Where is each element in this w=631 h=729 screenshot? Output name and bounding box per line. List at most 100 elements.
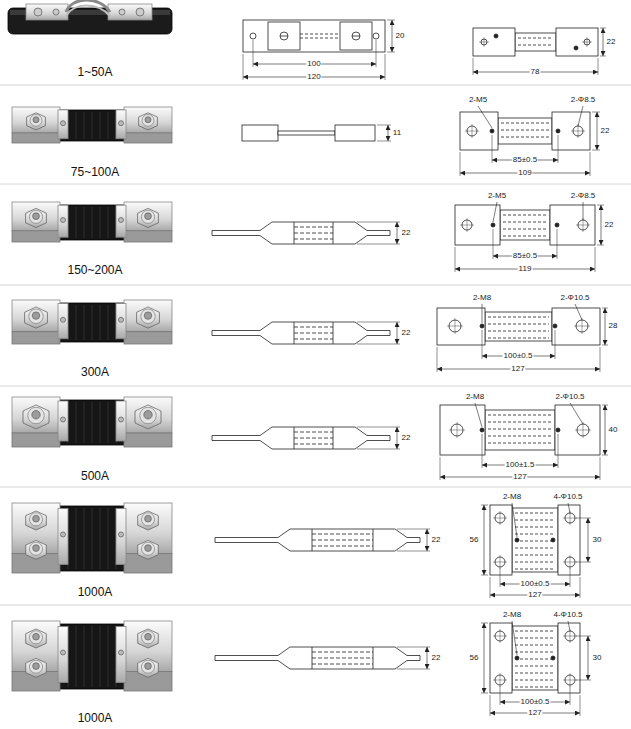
center-line	[457, 422, 458, 438]
hidden-line	[515, 541, 555, 542]
bolt-stud	[145, 213, 152, 220]
sense-screw	[515, 538, 519, 542]
hidden-line	[294, 327, 333, 328]
resistor-plate	[108, 402, 109, 443]
hidden-line	[515, 555, 555, 556]
center-line	[578, 124, 579, 138]
extension-line	[357, 222, 400, 223]
bolt-nut	[138, 658, 159, 677]
bolt-washer	[141, 660, 154, 673]
terminal-block	[12, 621, 60, 671]
extension-line	[473, 58, 474, 75]
extension-line	[557, 229, 558, 259]
clamp-plate	[116, 509, 126, 565]
dimension-label: 56	[469, 536, 480, 544]
extension-line	[481, 693, 488, 694]
resistor-plate	[92, 112, 93, 139]
bolt-washer	[142, 114, 154, 126]
clamp-screw	[119, 121, 124, 126]
dimension-label: 2-M8	[472, 294, 492, 302]
hidden-line	[515, 666, 555, 667]
hidden-line	[294, 227, 333, 228]
terminal-outline	[556, 28, 598, 56]
dimension-line	[427, 529, 428, 551]
dimension-label: 109	[517, 169, 532, 177]
dimension-label: 127	[510, 365, 525, 373]
resistor-body	[56, 624, 128, 689]
bolt-washer	[29, 631, 42, 644]
dimension-label: 2-M8	[502, 493, 522, 501]
clamp-screw	[119, 532, 124, 537]
hidden-line	[515, 687, 555, 688]
side-view	[212, 427, 400, 449]
model-label: 500A	[80, 470, 110, 482]
terminal-block	[124, 202, 172, 231]
terminal-outline	[555, 405, 600, 455]
extension-line	[460, 152, 461, 176]
hidden-line	[515, 569, 555, 570]
bolt-nut	[26, 540, 47, 559]
dimension-line	[605, 308, 606, 345]
resistor-region	[512, 508, 558, 572]
resistor-plate	[92, 305, 93, 340]
dimension-label: 56	[469, 654, 480, 662]
extension-line	[482, 330, 483, 359]
extension-line	[576, 680, 591, 681]
row-separator	[0, 184, 631, 185]
extension-line	[397, 551, 430, 552]
hidden-line	[488, 429, 552, 430]
terminal-screw	[280, 32, 288, 40]
resistor-plate	[76, 402, 77, 443]
bolt-washer	[29, 660, 42, 673]
bolt-stud	[145, 545, 152, 552]
sense-screw	[556, 129, 560, 133]
manganin-rod	[278, 131, 335, 135]
terminal-block	[108, 4, 152, 20]
terminal-outline	[490, 623, 512, 693]
hidden-line	[294, 239, 333, 240]
hidden-line	[515, 527, 555, 528]
hidden-line	[515, 638, 555, 639]
resistor-plate	[108, 305, 109, 340]
terminal-outline	[473, 28, 515, 56]
center-line	[484, 37, 485, 47]
bolt-stud	[33, 515, 40, 522]
terminal-block	[12, 107, 60, 133]
dimension-line	[397, 427, 398, 449]
terminal-outline	[340, 22, 372, 50]
top-view	[481, 623, 591, 716]
shunt-photo	[12, 621, 172, 691]
extension-line	[482, 434, 483, 468]
terminal-outline	[552, 308, 600, 345]
resistor-plate	[84, 508, 85, 569]
hidden-line	[515, 652, 555, 653]
clamp-screw	[61, 417, 66, 422]
extension-line	[600, 457, 601, 480]
hidden-line	[312, 652, 373, 653]
hidden-line	[300, 34, 340, 35]
center-line	[500, 673, 501, 687]
dimension-label: 22	[606, 38, 617, 46]
extension-line	[576, 636, 591, 637]
bolt-stud	[33, 633, 40, 640]
terminal-screw	[119, 9, 125, 15]
dimension-label: 2-M5	[468, 96, 488, 104]
dimension-label: 22	[604, 221, 615, 229]
resistor-plate	[100, 112, 101, 139]
side-view	[212, 222, 400, 244]
top-view	[481, 505, 591, 598]
clamp-plate	[58, 205, 68, 237]
shunt-photo	[12, 107, 172, 143]
extension-line	[598, 58, 599, 75]
bolt-nut	[137, 307, 160, 328]
terminal-block	[12, 300, 60, 332]
resistor-plate	[100, 402, 101, 443]
bolt-stud	[32, 312, 39, 319]
extension-line	[558, 434, 559, 468]
resistor-plate	[100, 626, 101, 687]
hidden-line	[294, 444, 333, 445]
clamp-plate	[116, 401, 126, 441]
clamp-screw	[119, 417, 124, 422]
hidden-line	[294, 432, 333, 433]
terminal-side	[12, 332, 60, 344]
